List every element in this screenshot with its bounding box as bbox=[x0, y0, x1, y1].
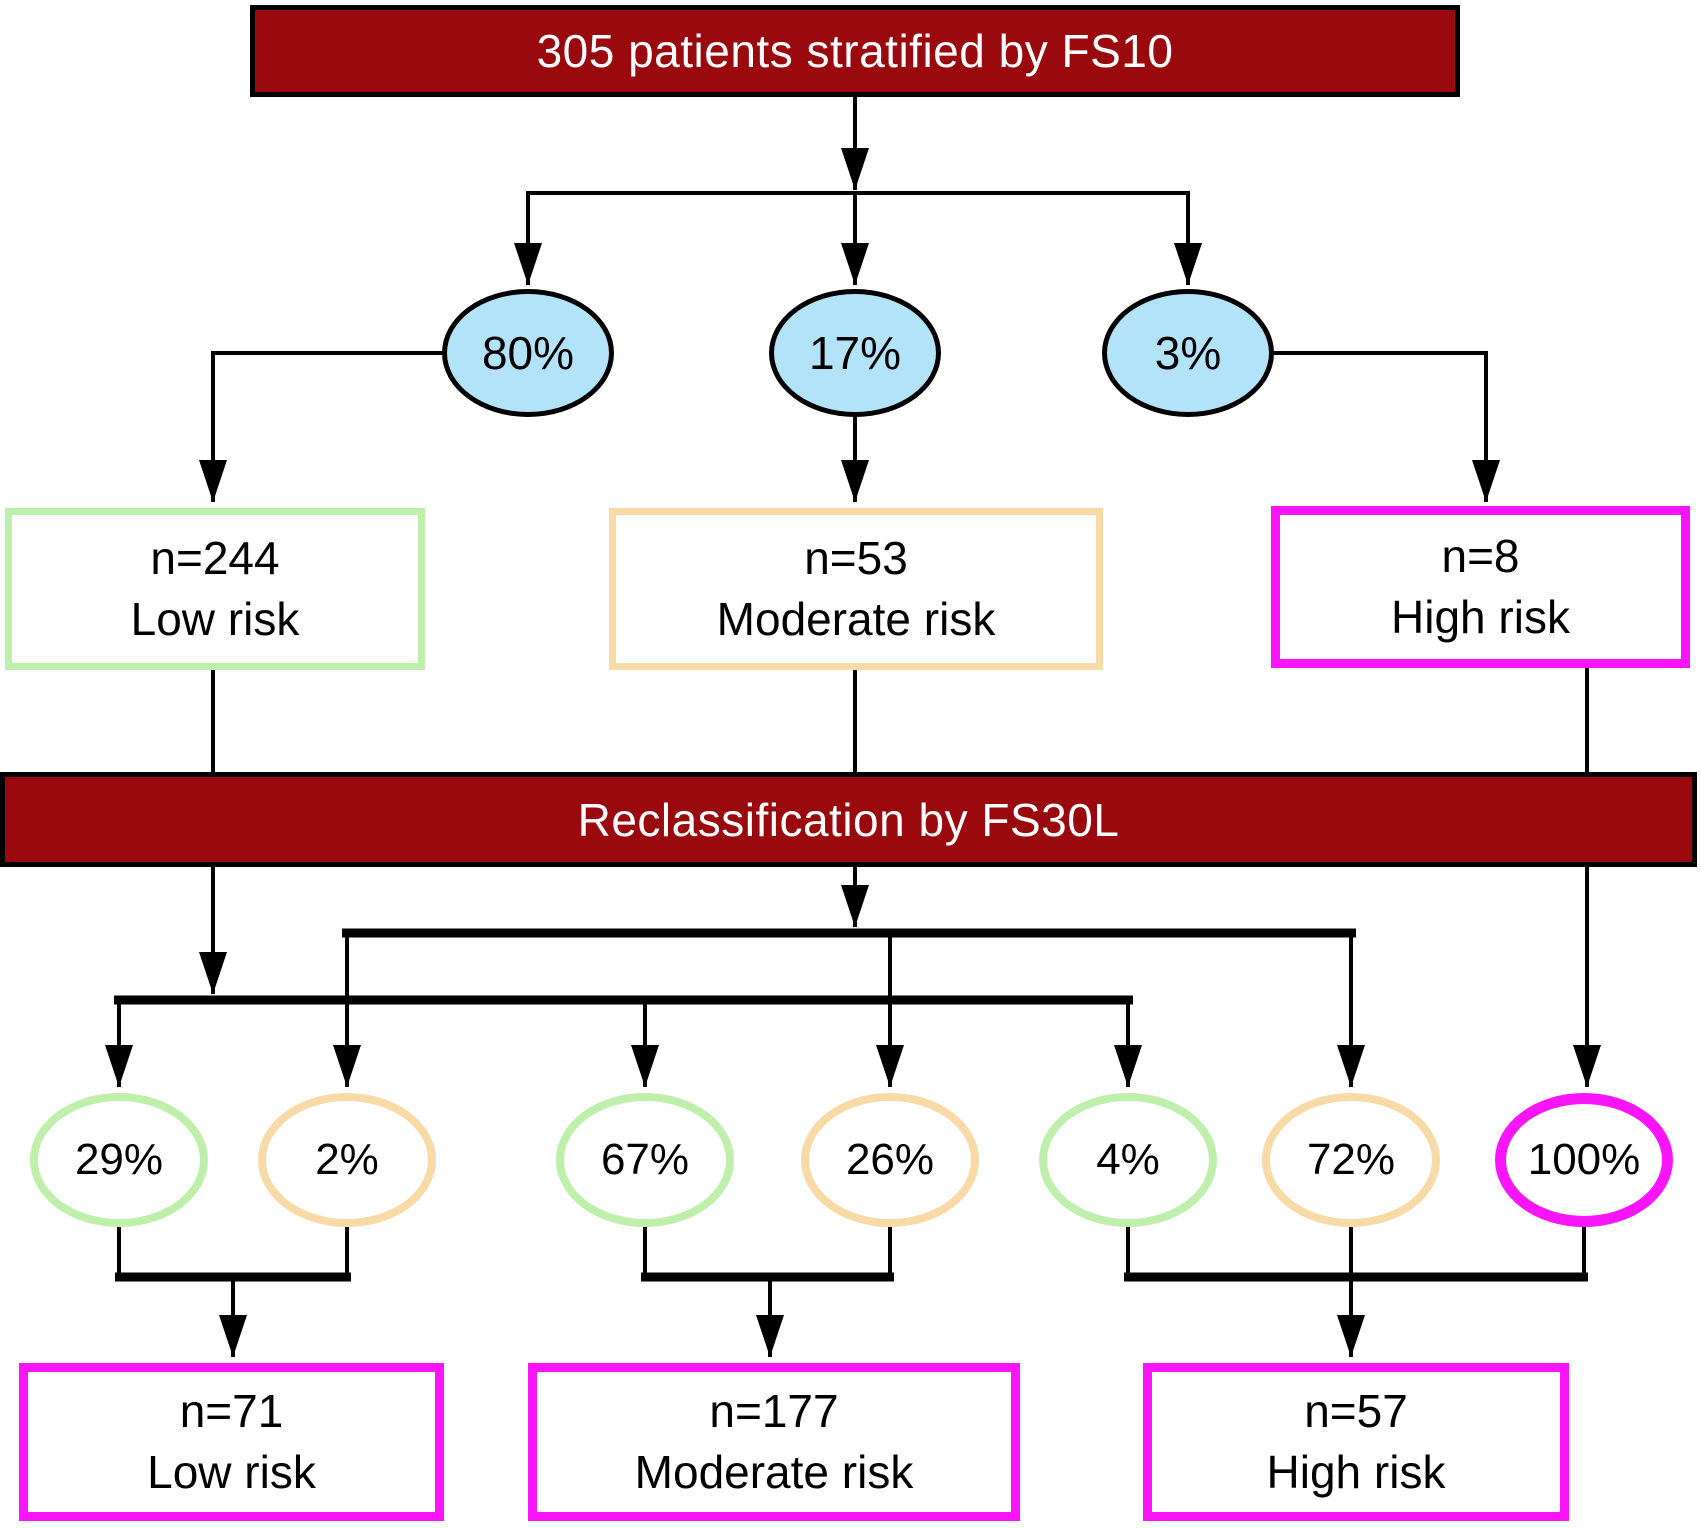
fs30l-percent-ellipse-26: 26% bbox=[801, 1093, 979, 1227]
banner-fs30l-label: Reclassification by FS30L bbox=[577, 793, 1120, 846]
fs30l-moderate-risk-label: Moderate risk bbox=[634, 1446, 914, 1498]
fs30l-percent-ellipse-2: 2% bbox=[258, 1093, 436, 1227]
fs30l-percent-label-67: 67% bbox=[600, 1135, 690, 1184]
fs10-high-risk-box: n=8 High risk bbox=[1271, 506, 1690, 668]
fs10-percent-low-label: 80% bbox=[481, 327, 575, 379]
banner-fs30l-reclassification: Reclassification by FS30L bbox=[0, 772, 1697, 867]
fs30l-percent-ellipse-67: 67% bbox=[556, 1093, 734, 1227]
fs10-percent-moderate-ellipse: 17% bbox=[769, 289, 941, 417]
fs10-moderate-risk-n: n=53 bbox=[804, 532, 908, 585]
fs30l-percent-ellipse-4: 4% bbox=[1039, 1093, 1217, 1227]
fs10-high-risk-n: n=8 bbox=[1441, 530, 1520, 583]
fs10-low-risk-box: n=244 Low risk bbox=[5, 508, 425, 670]
fs10-high-risk-label: High risk bbox=[1391, 591, 1570, 643]
fs10-low-risk-label: Low risk bbox=[130, 593, 300, 645]
fs10-moderate-risk-box: n=53 Moderate risk bbox=[609, 508, 1103, 670]
fs30l-high-risk-label: High risk bbox=[1266, 1446, 1446, 1498]
fs30l-low-risk-n: n=71 bbox=[179, 1385, 284, 1438]
fs30l-percent-label-29: 29% bbox=[74, 1135, 164, 1184]
fs10-percent-moderate-label: 17% bbox=[808, 327, 902, 379]
split-bars bbox=[114, 928, 1588, 1282]
fs30l-percent-label-72: 72% bbox=[1306, 1135, 1396, 1184]
fs30l-percent-ellipse-100: 100% bbox=[1495, 1093, 1673, 1227]
fs30l-low-risk-label: Low risk bbox=[147, 1446, 316, 1498]
fs30l-moderate-risk-box: n=177 Moderate risk bbox=[528, 1363, 1020, 1521]
fs30l-high-risk-n: n=57 bbox=[1304, 1385, 1408, 1438]
thin-connectors bbox=[105, 97, 1601, 1357]
fs10-moderate-risk-label: Moderate risk bbox=[716, 593, 996, 645]
fs30l-percent-label-26: 26% bbox=[845, 1135, 935, 1184]
fs10-percent-high-ellipse: 3% bbox=[1102, 289, 1274, 417]
fs30l-percent-ellipse-72: 72% bbox=[1262, 1093, 1440, 1227]
fs30l-moderate-risk-n: n=177 bbox=[709, 1385, 839, 1438]
fs30l-percent-ellipse-29: 29% bbox=[30, 1093, 208, 1227]
fs30l-percent-label-100: 100% bbox=[1527, 1135, 1641, 1184]
fs30l-percent-label-4: 4% bbox=[1096, 1135, 1160, 1184]
fs30l-low-risk-box: n=71 Low risk bbox=[19, 1363, 444, 1521]
fs30l-high-risk-box: n=57 High risk bbox=[1143, 1363, 1569, 1521]
banner-fs10-label: 305 patients stratified by FS10 bbox=[536, 25, 1174, 77]
fs10-low-risk-n: n=244 bbox=[150, 532, 280, 585]
fs30l-percent-label-2: 2% bbox=[315, 1135, 379, 1184]
banner-fs10-stratification: 305 patients stratified by FS10 bbox=[250, 5, 1460, 97]
fs10-percent-high-label: 3% bbox=[1154, 327, 1222, 379]
fs10-percent-low-ellipse: 80% bbox=[442, 289, 614, 417]
